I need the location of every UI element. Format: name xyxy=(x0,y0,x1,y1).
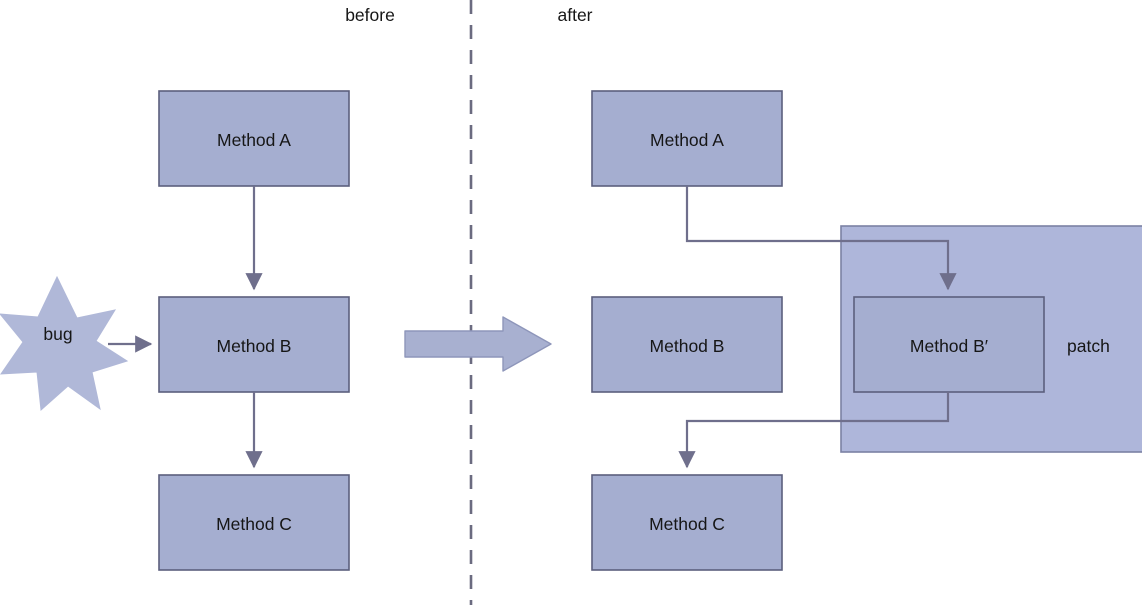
after-method-c-box xyxy=(591,474,783,571)
after-method-a-box xyxy=(591,90,783,187)
before-method-b-box xyxy=(158,296,350,393)
bug-star-shape xyxy=(0,275,129,412)
transition-arrow-shape xyxy=(404,316,552,372)
before-method-a-box xyxy=(158,90,350,187)
after-method-b-box xyxy=(591,296,783,393)
before-method-c-box xyxy=(158,474,350,571)
edge-after-bprime-to-c xyxy=(678,392,950,469)
after-method-b-prime-box xyxy=(853,296,1045,393)
edge-after-a-to-bprime xyxy=(685,186,957,291)
